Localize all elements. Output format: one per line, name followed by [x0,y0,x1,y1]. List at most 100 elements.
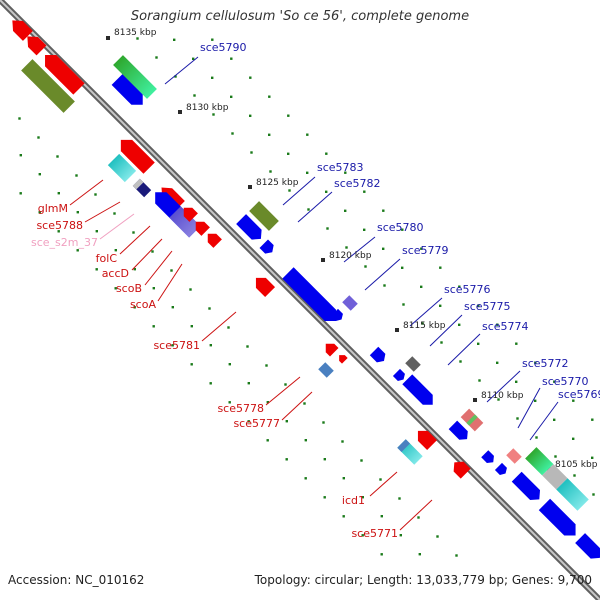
label-sce5780[interactable]: sce5780 [377,221,424,234]
gene-sce5779-feature[interactable] [330,308,345,323]
label-sce5778[interactable]: sce5778 [217,402,264,415]
gene-sce5776-feature[interactable] [369,346,388,365]
gc-dot [304,477,307,480]
gc-dot [344,171,347,174]
gc-dot [171,306,174,309]
label-sce5769[interactable]: sce5769 [558,388,600,401]
gene-icd1-feature[interactable] [413,426,438,451]
label-folC[interactable]: folC [96,252,118,265]
topology-label: Topology: [254,573,311,587]
gene-sce5781-feature[interactable] [251,273,276,298]
gene-right-edge-3[interactable] [575,533,600,563]
gene-top-left-3-gc-bar [21,59,75,113]
gc-dot [382,247,385,250]
label-sce5782[interactable]: sce5782 [334,177,381,190]
gene-sce5775-feature[interactable] [392,368,407,383]
gene-sce5782-feature[interactable] [259,239,277,257]
label-sce5774[interactable]: sce5774 [482,320,529,333]
gc-dot [152,325,155,328]
label-sce5781[interactable]: sce5781 [153,339,200,352]
gc-dot [402,303,405,306]
label-sce5771[interactable]: sce5771 [351,527,398,540]
length-label: Length: [366,573,413,587]
topology-value: circular [314,573,360,587]
label-glmM[interactable]: glmM [38,202,68,215]
label-leader-lines [69,56,559,531]
gene-sce5788-feature[interactable] [150,187,201,238]
scale-label-8120: 8120 kbp [329,251,372,261]
gene-sce5790-feature[interactable] [111,73,149,111]
label-sce5776[interactable]: sce5776 [444,283,491,296]
label-sce5772[interactable]: sce5772 [522,357,569,370]
gene-sce5790-gc-bar [113,55,157,99]
gc-dot [458,285,461,288]
gc-dot [133,268,136,271]
gc-dot [458,323,461,326]
gene-glmM-gc-bar [107,153,137,183]
gene-sce5774-feature[interactable] [402,374,437,409]
gc-dot [363,190,366,193]
label-sce_s2m_37[interactable]: sce_s2m_37 [31,236,98,249]
gene-sce5775-gc-bar [405,356,421,372]
label-scoA[interactable]: scoA [130,298,157,311]
label-sce5783[interactable]: sce5783 [317,161,364,174]
gene-labels-lower: glmM sce5788 sce_s2m_37 folC accD scoB s… [31,202,398,540]
gene-sce5778b-feature[interactable] [336,352,348,364]
gc-dot [363,228,366,231]
gene-scoB-feature[interactable] [192,218,210,236]
gene-sce5771-feature[interactable] [449,457,471,479]
gc-dot [288,189,291,192]
genome-stats-footer: Topology: circular; Length: 13,033,779 b… [255,573,592,587]
gene-sce5778-feature[interactable] [322,340,339,357]
label-scoB[interactable]: scoB [116,282,142,295]
label-sce5770[interactable]: sce5770 [542,375,589,388]
gene-sce5770-feature[interactable] [481,450,497,466]
gc-dot [189,288,192,291]
scale-tick [178,110,182,114]
label-sce5788[interactable]: sce5788 [36,219,83,232]
gc-dot [284,383,287,386]
gc-dot [382,209,385,212]
gene-top-left-3[interactable] [39,49,85,95]
gc-dot [591,418,594,421]
gene-top-left-2[interactable] [22,31,47,56]
gc-content-dots [18,37,595,557]
label-sce5777[interactable]: sce5777 [233,417,280,430]
gene-sce5783-feature[interactable] [236,214,266,244]
gc-dot [573,474,576,477]
gc-dot [247,382,250,385]
gc-dot [209,344,212,347]
gene-top-left-1[interactable] [7,15,33,41]
scale-tick [473,398,477,402]
gc-dot [173,38,176,41]
scale-label-8115: 8115 kbp [403,321,446,331]
gc-dot [56,155,59,158]
gc-dot [227,326,230,329]
gene-glmM-feature[interactable] [115,134,155,174]
label-icd1[interactable]: icd1 [342,494,365,507]
label-accD[interactable]: accD [102,267,129,280]
gc-dot [285,420,288,423]
gene-sce5777-gc-bar [318,362,334,378]
gc-dot [436,535,439,538]
label-sce5790[interactable]: sce5790 [200,41,247,54]
separator-2: ; [503,573,509,587]
label-sce5775[interactable]: sce5775 [464,300,511,313]
scale-label-8105: 8105 kbp [555,460,598,470]
gene-accD-feature[interactable] [180,204,198,222]
gc-dot [478,379,481,382]
gene-sce5780-feature[interactable] [282,267,341,326]
gc-dot [38,173,41,176]
label-sce5779[interactable]: sce5779 [402,244,449,257]
gene-right-edge-2[interactable] [538,498,581,541]
gene-right-edge-1[interactable] [511,471,545,505]
gene-sce5772-feature[interactable] [448,420,472,444]
gc-dot [515,380,518,383]
gene-scoA-feature[interactable] [204,230,222,248]
gc-dot [323,458,326,461]
gc-dot [209,382,212,385]
gc-dot [95,268,98,271]
gene-sce5783-gc-bar [249,201,279,231]
gc-dot [380,515,383,518]
gene-sce5769-feature[interactable] [494,462,509,477]
